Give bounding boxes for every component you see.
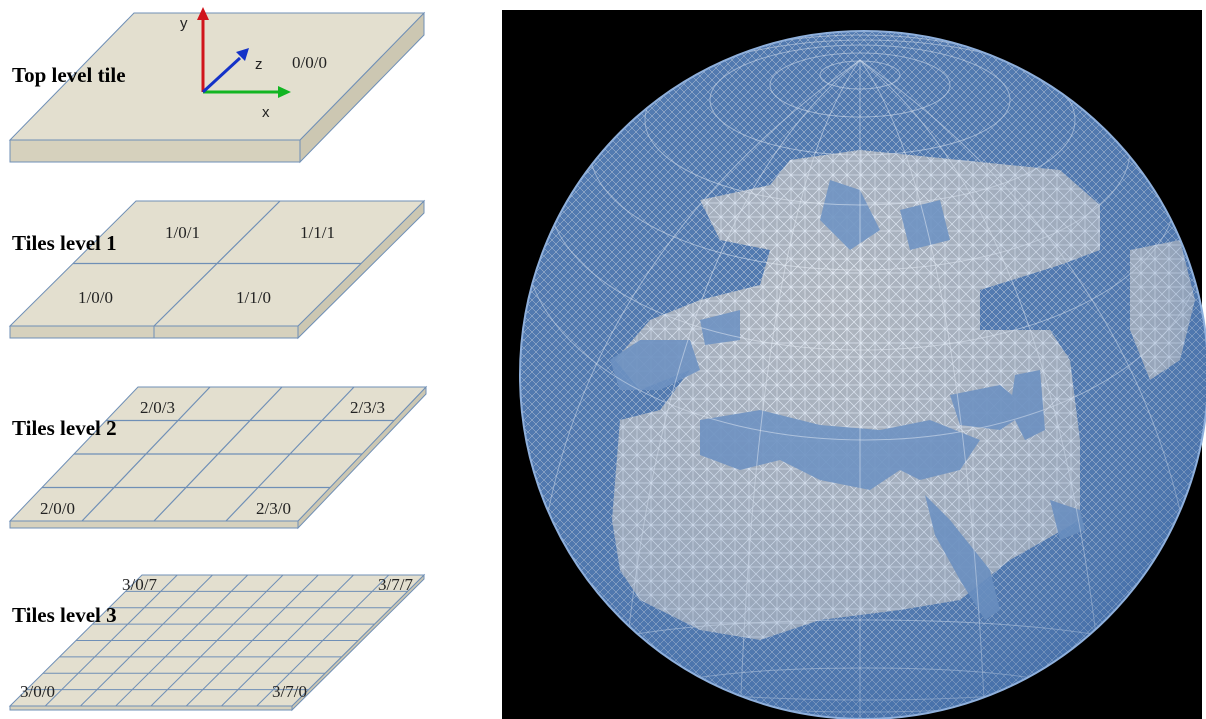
- level-3-title: Tiles level 3: [12, 603, 117, 627]
- tile-label-1-0-0: 1/0/0: [78, 288, 113, 307]
- level-0-title: Top level tile: [12, 63, 126, 87]
- y-axis-label: y: [180, 15, 188, 32]
- tile-label-1-0-1: 1/0/1: [165, 223, 200, 242]
- level-2-title: Tiles level 2: [12, 416, 117, 440]
- tile-label-2-3-3: 2/3/3: [350, 398, 385, 417]
- globe-panel: [502, 10, 1206, 719]
- level-1-title: Tiles level 1: [12, 231, 117, 255]
- tile-label-3-7-7: 3/7/7: [378, 575, 413, 594]
- tile-label-1-1-0: 1/1/0: [236, 288, 271, 307]
- tile-label-0-0-0: 0/0/0: [292, 53, 327, 72]
- z-axis-label: z: [255, 56, 263, 73]
- level-2-slab: [8, 385, 428, 530]
- tile-pyramid: Top level tile Tiles level 1 Tiles level…: [8, 7, 428, 712]
- coordinate-axes: [197, 7, 291, 98]
- tile-label-3-0-0: 3/0/0: [20, 682, 55, 701]
- level-1-slab: [8, 199, 426, 340]
- level-3-slab: [8, 573, 426, 712]
- level-0-slab: [8, 11, 426, 164]
- tile-label-3-0-7: 3/0/7: [122, 575, 157, 594]
- tile-label-2-0-3: 2/0/3: [140, 398, 175, 417]
- tile-label-2-3-0: 2/3/0: [256, 499, 291, 518]
- tile-label-1-1-1: 1/1/1: [300, 223, 335, 242]
- tile-label-2-0-0: 2/0/0: [40, 499, 75, 518]
- z-axis-arrow: [201, 56, 242, 94]
- x-axis-label: x: [262, 104, 270, 121]
- tile-label-3-7-0: 3/7/0: [272, 682, 307, 701]
- globe-outline: [519, 30, 1206, 719]
